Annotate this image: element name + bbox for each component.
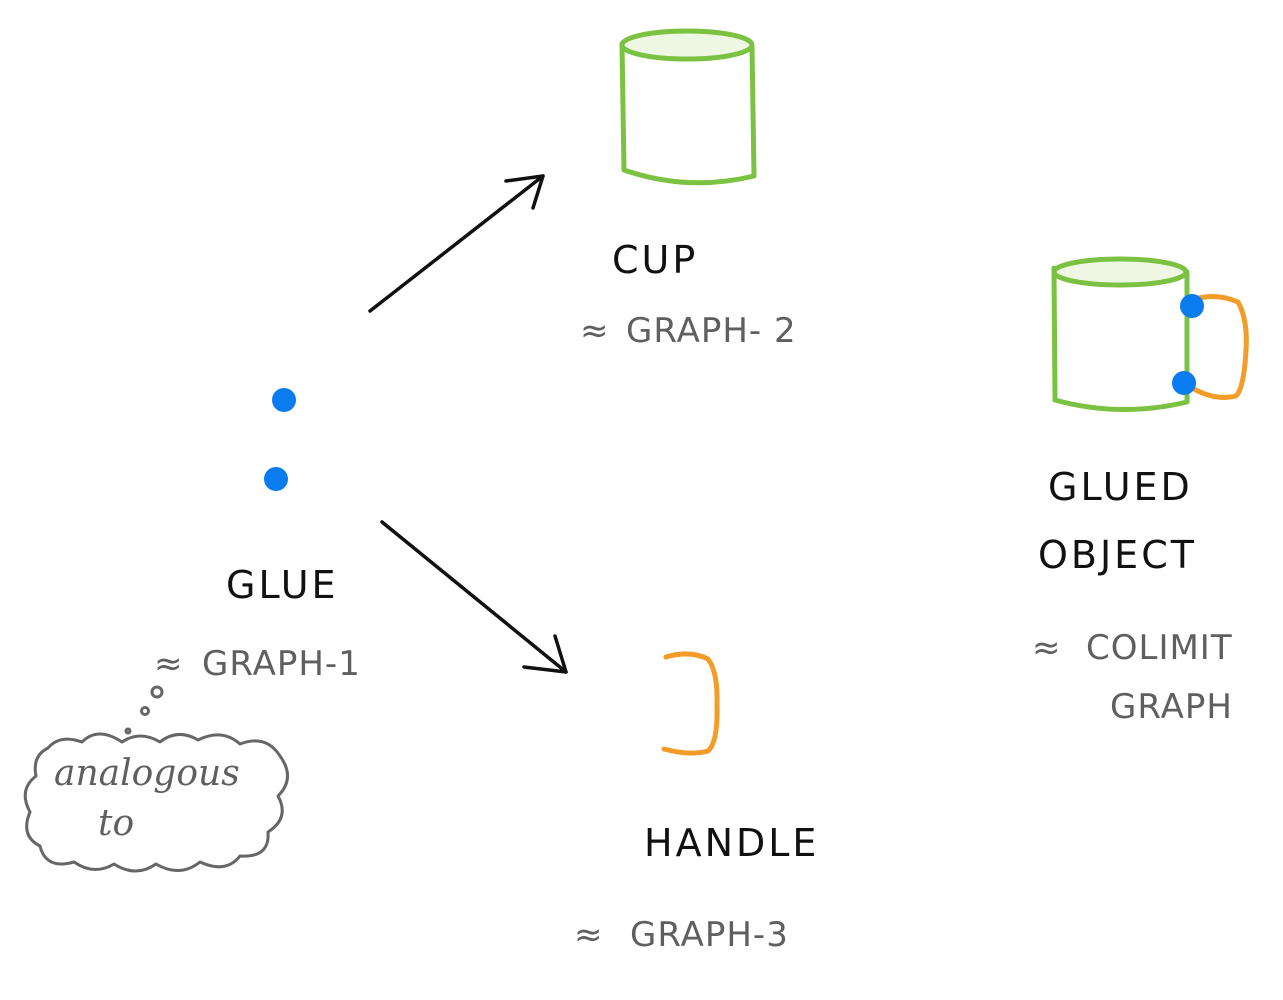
thought-cloud [23,732,289,873]
thought-text-line2: to [98,803,134,844]
handle-title: HANDLE [644,821,819,865]
glued-object-title-line2: OBJECT [1038,533,1197,577]
glued-mug-icon [1051,256,1249,412]
glued-object-title-line1: GLUED [1048,465,1193,509]
cup-graph-label: GRAPH- 2 [626,311,797,351]
glued-object-approx-symbol: ≈ [1032,628,1062,668]
thought-text-line1: analogous [54,753,240,794]
cup-approx-symbol: ≈ [580,311,610,351]
glued-object-graph-line1: COLIMIT [1086,628,1233,668]
glue-graph-label: GRAPH-1 [202,644,361,684]
cup-rim [619,28,755,62]
cup-title: CUP [612,238,698,282]
glue-point-top [272,388,296,412]
thought-bubble [23,685,289,873]
mug-glue-point-bottom [1172,371,1196,395]
handle-icon [661,651,720,756]
thought-dot-large [150,685,164,699]
mug-rim [1051,256,1189,288]
arrow-glue-to-handle [380,520,568,674]
glue-title: GLUE [226,563,339,607]
cup-icon [619,28,757,186]
glued-object-graph-line2: GRAPH [1110,687,1233,727]
mug-glue-point-top [1180,294,1204,318]
mug-handle [1181,294,1249,400]
arrow-glue-to-cup [368,174,545,313]
handle-graph-label: GRAPH-3 [630,915,789,955]
thought-dot-medium [140,706,150,716]
glue-approx-symbol: ≈ [154,644,184,684]
thought-dot-small [124,727,132,735]
handle-approx-symbol: ≈ [574,915,604,955]
glue-point-bottom [264,467,288,491]
